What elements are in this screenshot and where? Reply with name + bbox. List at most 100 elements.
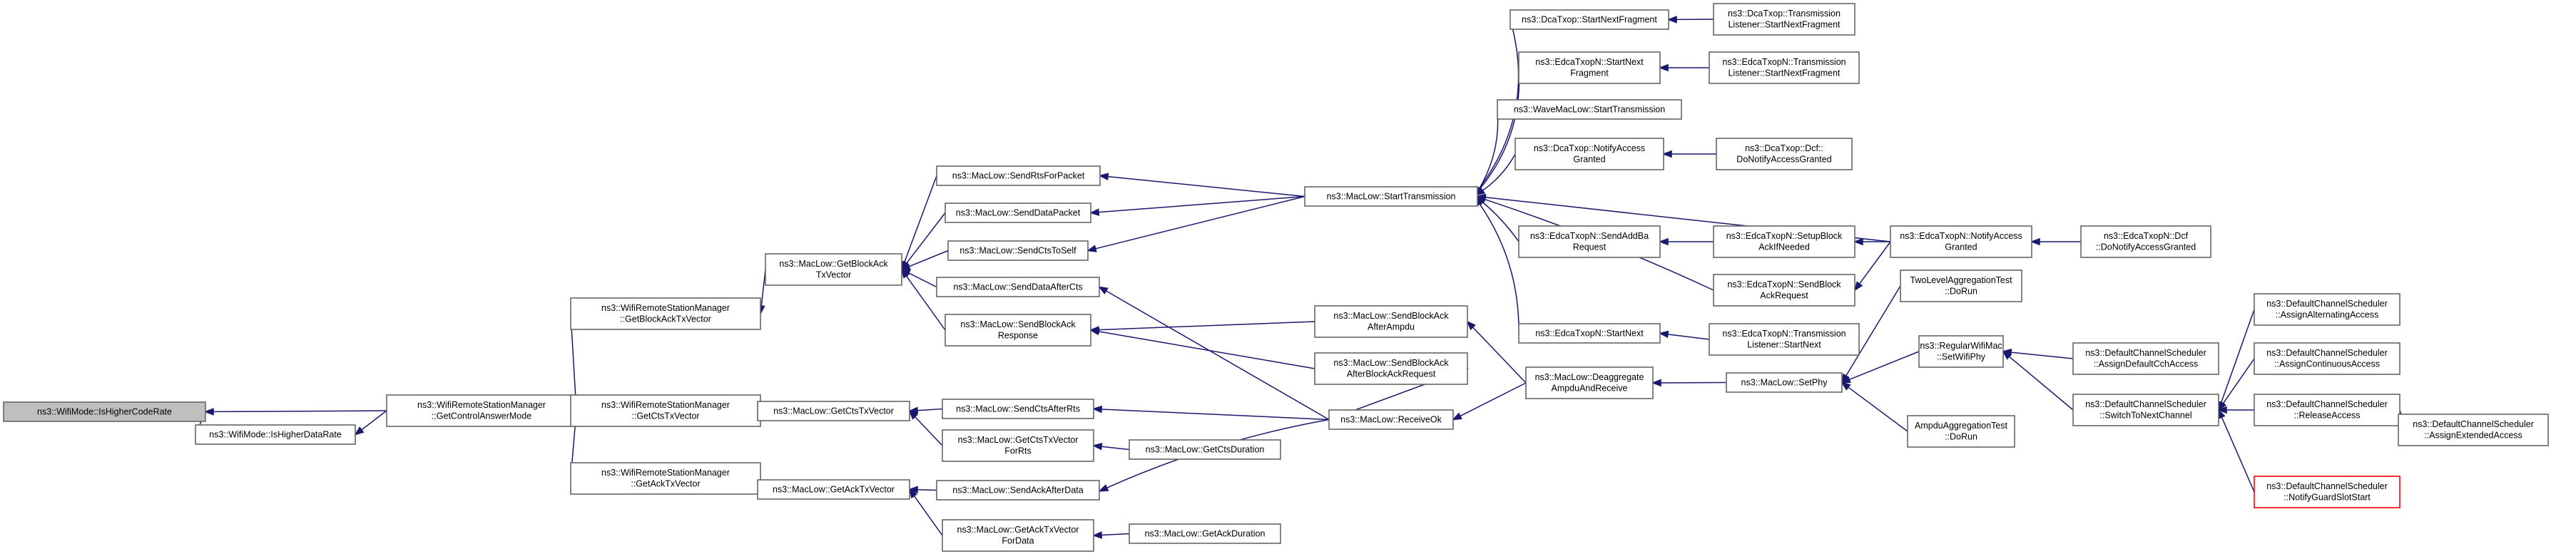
graph-node[interactable]: ns3::EdcaTxopN::NotifyAccessGranted: [1890, 225, 2032, 258]
graph-node[interactable]: ns3::MacLow::GetBlockAckTxVector: [765, 253, 902, 286]
node-label: AckIfNeeded: [1758, 242, 1810, 252]
edge-arrowhead: [1841, 376, 1851, 384]
graph-node[interactable]: ns3::DefaultChannelScheduler::ReleaseAcc…: [2254, 394, 2401, 426]
edge-line: [1098, 331, 1315, 369]
node-label: ::SetWifiPhy: [1937, 352, 1986, 362]
edge-arrowhead: [1475, 193, 1487, 202]
edge-arrowhead: [1098, 173, 1109, 180]
node-label: ::ReleaseAccess: [2294, 411, 2360, 421]
node-label: AfterAmpdu: [1368, 322, 1415, 332]
graph-node[interactable]: ns3::DefaultChannelScheduler::AssignAlte…: [2254, 293, 2401, 326]
graph-node[interactable]: ns3::MacLow::GetCtsDuration: [1129, 439, 1281, 460]
node-label: ns3::MacLow::GetAckTxVector: [957, 525, 1079, 535]
edge-arrowhead: [1452, 412, 1462, 421]
graph-node[interactable]: ns3::DefaultChannelScheduler::AssignExte…: [2398, 414, 2549, 446]
graph-node[interactable]: ns3::WifiRemoteStationManager::GetContro…: [386, 394, 577, 427]
graph-edge: [1091, 443, 1130, 451]
edge-arrowhead: [1853, 237, 1863, 246]
node-label: ns3::DcaTxop::Transmission: [1728, 9, 1841, 19]
node-box: [1709, 51, 1860, 84]
graph-node[interactable]: ns3::MacLow::SendCtsAfterRts: [942, 399, 1094, 419]
node-box: [570, 462, 761, 495]
graph-node[interactable]: ns3::EdcaTxopN::StartNextFragment: [1518, 51, 1661, 84]
graph-node[interactable]: TwoLevelAggregationTest::DoRun: [1900, 270, 2022, 302]
edge-line: [1098, 321, 1315, 331]
node-box: [936, 480, 1100, 501]
graph-node[interactable]: ns3::WifiRemoteStationManager::GetAckTxV…: [570, 462, 761, 495]
edge-line: [2221, 416, 2255, 493]
node-label: ::DoRun: [1945, 432, 1977, 442]
graph-node[interactable]: ns3::MacLow::GetAckTxVector: [757, 479, 910, 500]
graph-node[interactable]: ns3::EdcaTxopN::TransmissionListener::St…: [1709, 51, 1860, 84]
edge-line: [1101, 409, 1330, 421]
graph-node[interactable]: ns3::MacLow::SendAckAfterData: [936, 480, 1100, 501]
graph-node[interactable]: ns3::WifiMode::IsHigherDataRate: [195, 424, 356, 445]
graph-node[interactable]: ns3::DefaultChannelScheduler::NotifyGuar…: [2254, 476, 2401, 508]
node-label: ns3::EdcaTxopN::SetupBlock: [1726, 231, 1843, 241]
edge-arrowhead: [2002, 350, 2012, 360]
graph-node[interactable]: ns3::DcaTxop::TransmissionListener::Star…: [1713, 3, 1855, 36]
graph-node[interactable]: ns3::DcaTxop::NotifyAccessGranted: [1514, 138, 1664, 170]
graph-node[interactable]: ns3::DefaultChannelScheduler::AssignCont…: [2254, 342, 2401, 375]
node-box: [2254, 342, 2401, 375]
graph-node[interactable]: ns3::MacLow::SendDataPacket: [945, 202, 1091, 223]
graph-node[interactable]: ns3::MacLow::SetPhy: [1726, 372, 1843, 393]
graph-node[interactable]: ns3::RegularWifiMac::SetWifiPhy: [1918, 335, 2004, 368]
node-box: [386, 394, 577, 427]
node-label: ::AssignAlternatingAccess: [2276, 310, 2379, 320]
graph-node[interactable]: ns3::MacLow::StartTransmission: [1304, 186, 1478, 207]
graph-node[interactable]: ns3::EdcaTxopN::Dcf::DoNotifyAccessGrant…: [2080, 225, 2211, 258]
graph-node[interactable]: ns3::DcaTxop::Dcf::DoNotifyAccessGranted: [1716, 138, 1853, 170]
graph-edge: [1089, 321, 1315, 334]
node-box: [936, 277, 1100, 297]
edge-line: [905, 275, 946, 331]
graph-node[interactable]: ns3::WaveMacLow::StartTransmission: [1497, 99, 1682, 120]
node-label: ns3::DcaTxop::Dcf::: [1745, 143, 1823, 153]
graph-edge: [1091, 531, 1130, 539]
node-label: ns3::EdcaTxopN::Transmission: [1722, 329, 1846, 339]
edge-line: [917, 408, 943, 411]
edge-arrowhead: [900, 268, 910, 279]
node-label: ns3::DcaTxop::StartNextFragment: [1522, 14, 1657, 24]
graph-node[interactable]: ns3::MacLow::SendDataAfterCts: [936, 277, 1100, 297]
node-label: ::AssignExtendedAccess: [2424, 431, 2522, 441]
node-box: [1890, 225, 2032, 258]
node-box: [945, 314, 1091, 347]
graph-node[interactable]: ns3::MacLow::SendCtsToSelf: [947, 240, 1089, 261]
graph-node[interactable]: ns3::DefaultChannelScheduler::SwitchToNe…: [2072, 394, 2219, 426]
graph-node[interactable]: ns3::WifiRemoteStationManager::GetBlockA…: [570, 297, 761, 330]
graph-node[interactable]: ns3::MacLow::SendBlockAckAfterBlockAckRe…: [1314, 352, 1468, 385]
node-label: Request: [1573, 242, 1607, 252]
edge-arrowhead: [1098, 484, 1109, 492]
node-label: ns3::MacLow::GetCtsDuration: [1146, 444, 1265, 454]
node-label: ns3::WifiRemoteStationManager: [601, 303, 730, 313]
graph-edge: [354, 410, 387, 436]
graph-node[interactable]: AmpduAggregationTest::DoRun: [1907, 415, 2015, 448]
graph-node[interactable]: ns3::EdcaTxopN::StartNext: [1518, 323, 1661, 344]
node-box: [1304, 186, 1478, 207]
graph-node[interactable]: ns3::EdcaTxopN::TransmissionListener::St…: [1709, 323, 1860, 356]
graph-node[interactable]: ns3::MacLow::GetAckDuration: [1129, 523, 1281, 544]
nodes-layer: ns3::WifiMode::IsHigherCodeRatens3::Wifi…: [3, 3, 2549, 552]
edge-arrowhead: [907, 406, 919, 415]
graph-node[interactable]: ns3::MacLow::ReceiveOk: [1328, 409, 1454, 430]
edge-line: [2220, 309, 2255, 403]
edge-line: [906, 212, 946, 264]
edge-line: [1482, 153, 1516, 191]
graph-node[interactable]: ns3::DcaTxop::StartNextFragment: [1510, 9, 1669, 30]
graph-node[interactable]: ns3::MacLow::SendRtsForPacket: [936, 165, 1101, 186]
graph-node[interactable]: ns3::DefaultChannelScheduler::AssignDefa…: [2072, 342, 2219, 375]
graph-node[interactable]: ns3::WifiRemoteStationManager::GetCtsTxV…: [570, 394, 761, 427]
graph-node[interactable]: ns3::MacLow::GetCtsTxVector: [757, 401, 910, 421]
node-label: ::SwitchToNextChannel: [2099, 411, 2191, 421]
node-box: [1129, 523, 1281, 544]
graph-node[interactable]: ns3::WifiMode::IsHigherCodeRate: [3, 401, 206, 422]
